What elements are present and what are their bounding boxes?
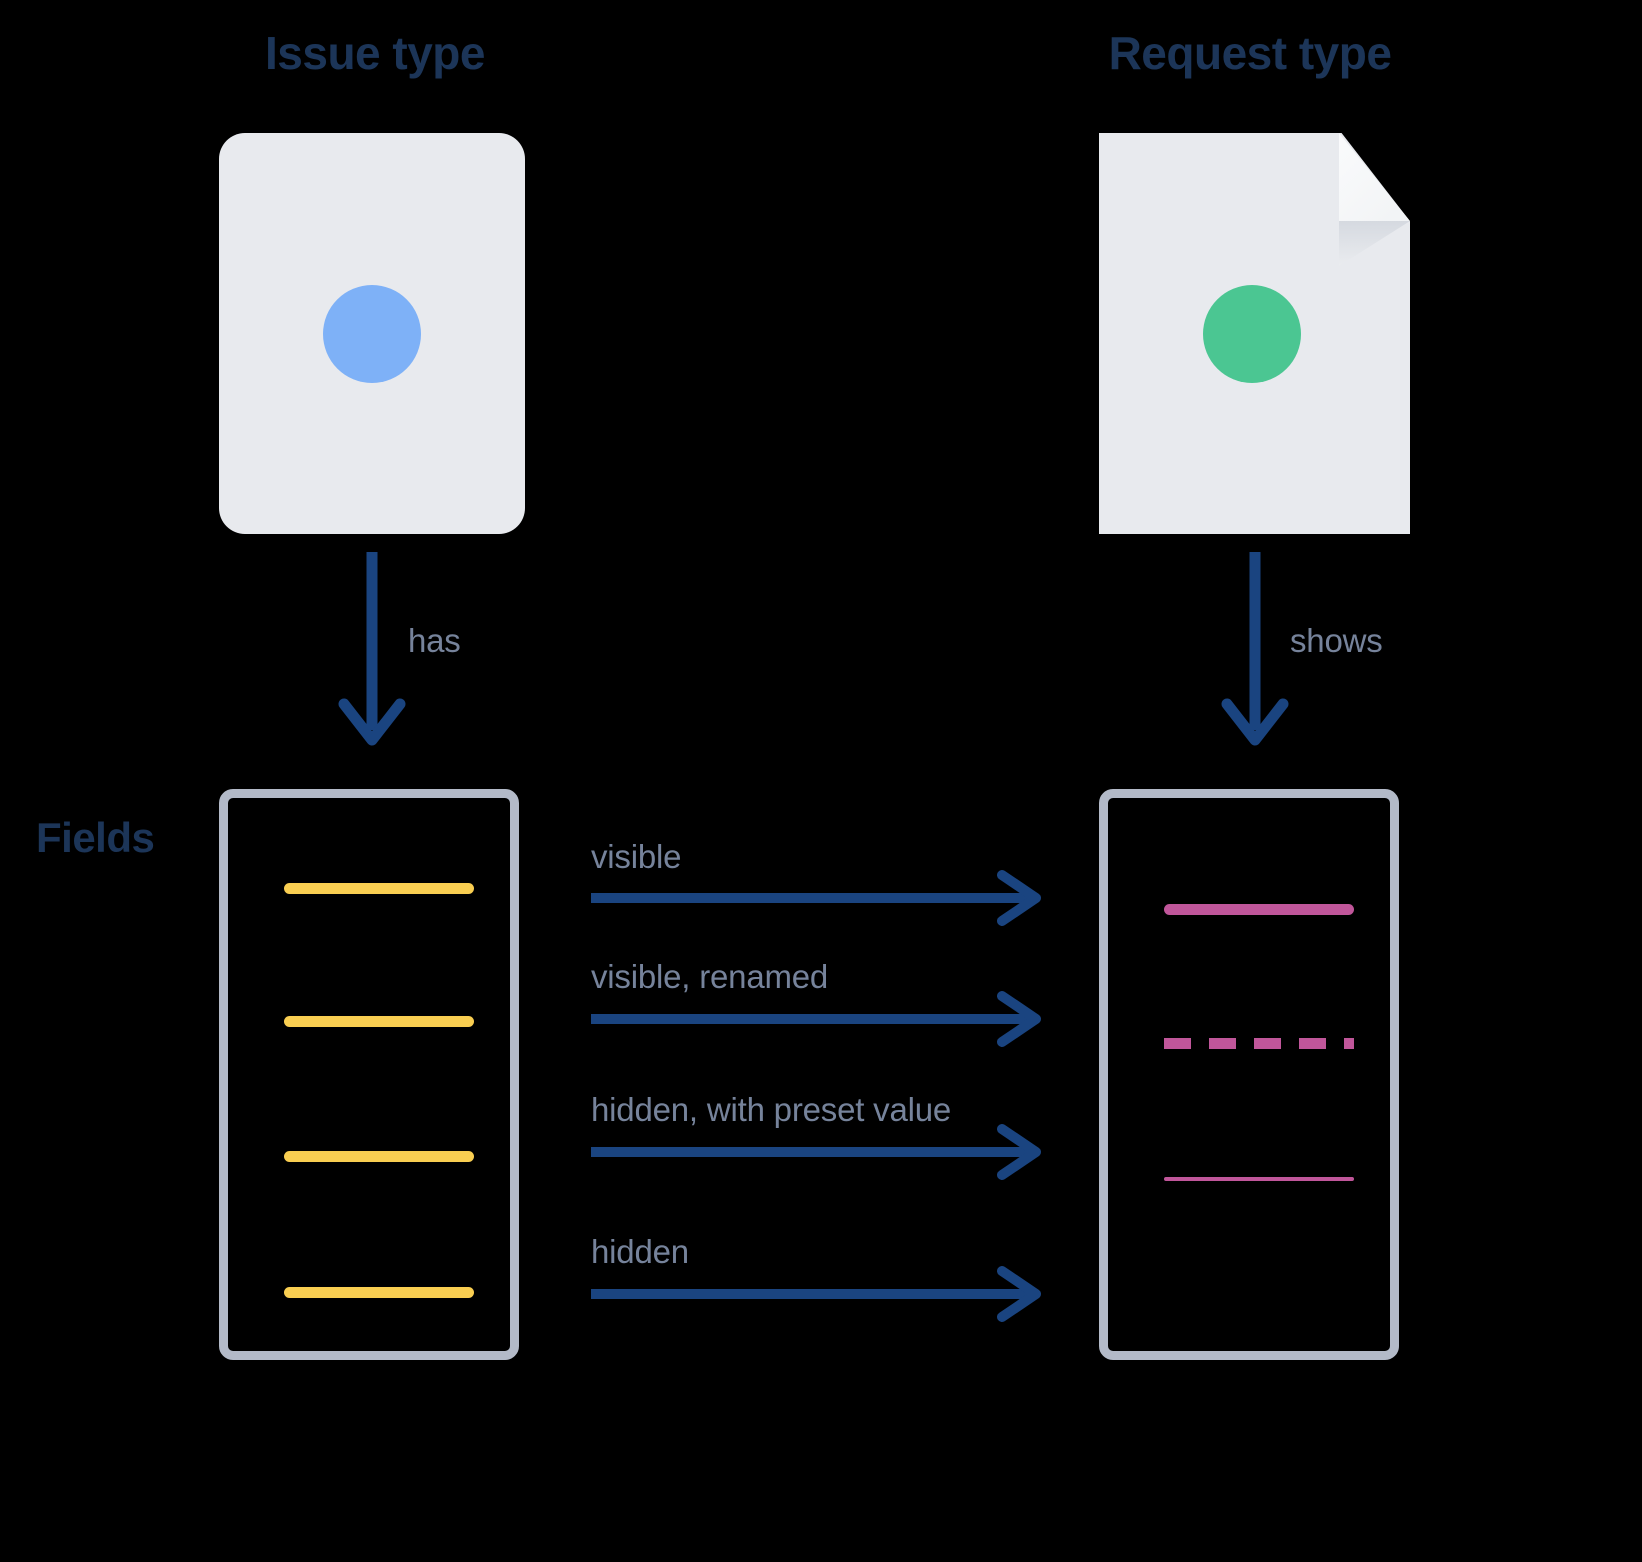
field-line-source-4: [284, 1287, 474, 1298]
green-circle-icon: [1203, 285, 1301, 383]
field-line-target-3: [1164, 1177, 1354, 1181]
arrow-shows-label: shows: [1290, 622, 1383, 659]
mapping-arrow-hidden-preset: [591, 1124, 1041, 1180]
mapping-arrow-hidden: [591, 1266, 1041, 1322]
request-type-fields-box: [1099, 789, 1399, 1360]
issue-type-fields-box: [219, 789, 519, 1360]
mapping-label-visible-renamed: visible, renamed: [591, 958, 829, 995]
issue-type-card: [219, 133, 525, 534]
request-type-title: Request type: [1108, 27, 1392, 79]
blue-circle-icon: [323, 284, 421, 383]
field-line-target-1: [1164, 904, 1354, 915]
arrow-has: [338, 552, 406, 746]
issue-type-title: Issue type: [265, 27, 486, 79]
field-line-source-2: [284, 1016, 474, 1027]
mapping-arrow-visible: [591, 870, 1041, 926]
mapping-label-hidden: hidden: [591, 1233, 689, 1270]
fields-section-label: Fields: [36, 814, 155, 861]
arrow-shows: [1221, 552, 1289, 746]
field-line-target-2: [1164, 1038, 1354, 1049]
mapping-arrow-visible-renamed: [591, 991, 1041, 1047]
request-type-document: [1099, 133, 1410, 534]
field-line-source-3: [284, 1151, 474, 1162]
arrow-has-label: has: [408, 622, 461, 659]
mapping-label-visible: visible: [591, 838, 682, 875]
mapping-label-hidden-preset: hidden, with preset value: [591, 1091, 952, 1128]
field-line-source-1: [284, 883, 474, 894]
